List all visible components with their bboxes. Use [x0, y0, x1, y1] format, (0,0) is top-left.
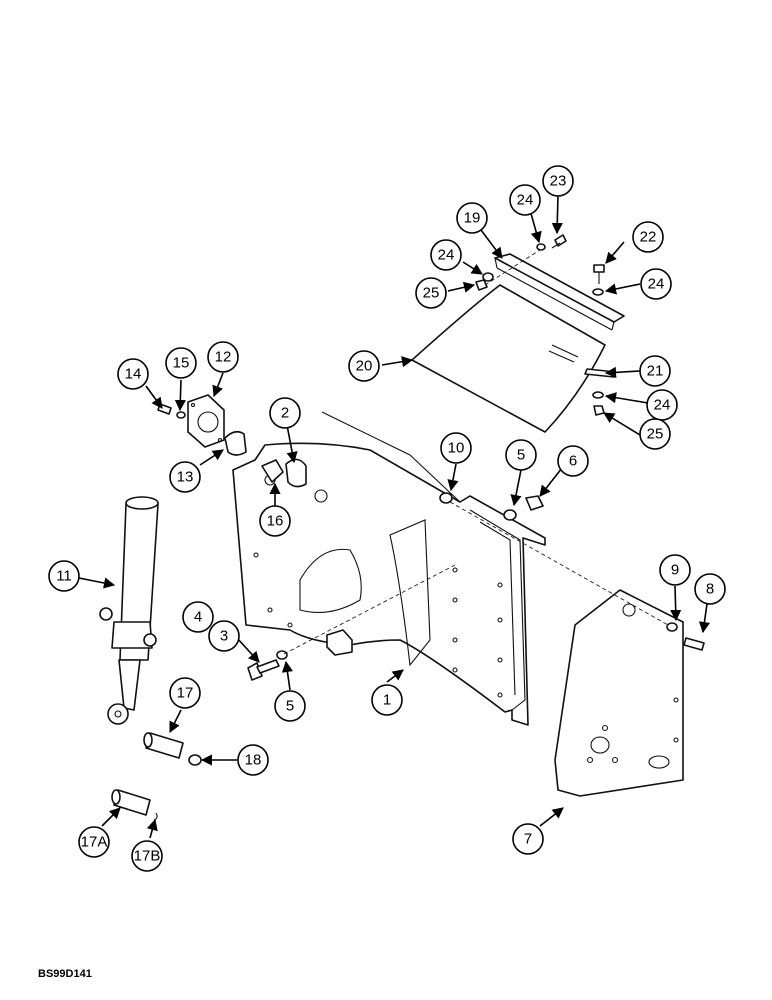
callout-3: 3 [208, 620, 240, 652]
alignment-line-cover [484, 249, 541, 286]
callout-9: 9 [659, 554, 691, 586]
svg-text:11: 11 [56, 568, 72, 585]
callout-14: 14 [117, 358, 149, 390]
svg-text:9: 9 [671, 562, 679, 579]
svg-text:8: 8 [706, 581, 714, 598]
svg-text:5: 5 [517, 447, 525, 464]
svg-text:19: 19 [464, 210, 481, 227]
svg-text:5: 5 [286, 698, 294, 715]
callout-25-left: 25 [415, 277, 447, 309]
callout-24-top: 24 [509, 184, 541, 216]
callout-8: 8 [694, 573, 726, 605]
svg-text:17: 17 [177, 685, 194, 702]
callout-1: 1 [371, 684, 403, 716]
svg-text:17B: 17B [134, 848, 161, 865]
callout-17: 17 [169, 677, 201, 709]
svg-text:25: 25 [423, 285, 440, 302]
plate-hardware-lower [247, 650, 288, 681]
svg-text:15: 15 [173, 355, 190, 372]
cab-side-plate-part [232, 411, 546, 726]
svg-text:24: 24 [438, 247, 455, 264]
svg-text:23: 23 [550, 173, 567, 190]
svg-text:22: 22 [640, 229, 657, 246]
svg-text:18: 18 [245, 752, 262, 769]
figure-code: BS99D141 [38, 968, 92, 980]
callout-13: 13 [169, 461, 201, 493]
pin-part [111, 732, 202, 821]
svg-text:24: 24 [648, 276, 665, 293]
callout-18: 18 [237, 744, 269, 776]
callout-16: 16 [259, 505, 291, 537]
callout-6: 6 [557, 445, 589, 477]
callout-24-right: 24 [640, 268, 672, 300]
svg-text:24: 24 [654, 397, 671, 414]
svg-text:24: 24 [517, 192, 534, 209]
hydraulic-cylinder-part [99, 496, 159, 725]
callout-24-lower: 24 [646, 389, 678, 421]
svg-text:2: 2 [281, 405, 289, 422]
svg-text:7: 7 [524, 831, 532, 848]
callout-10: 10 [440, 432, 472, 464]
svg-text:14: 14 [125, 366, 142, 383]
callout-4: 4 [182, 601, 214, 633]
svg-text:20: 20 [356, 358, 373, 375]
plate-hardware-rear [666, 622, 705, 651]
pivot-bushing-part [261, 458, 307, 488]
svg-text:16: 16 [267, 513, 284, 530]
upper-bracket-part [494, 253, 625, 331]
callout-21: 21 [639, 355, 671, 387]
svg-text:4: 4 [194, 609, 202, 626]
callout-23: 23 [542, 165, 574, 197]
cover-panel-part [411, 284, 606, 433]
svg-text:3: 3 [220, 628, 228, 645]
callout-15: 15 [165, 347, 197, 379]
callout-7: 7 [512, 823, 544, 855]
svg-text:12: 12 [215, 349, 232, 366]
callout-2: 2 [269, 397, 301, 429]
leader-lines [78, 194, 710, 839]
callout-11: 11 [48, 560, 80, 592]
callout-12: 12 [207, 341, 239, 373]
callout-20: 20 [348, 350, 380, 382]
svg-text:13: 13 [177, 469, 194, 486]
callout-25-lower: 25 [639, 418, 671, 450]
callout-5-upper: 5 [505, 439, 537, 471]
callout-5-lower: 5 [274, 690, 306, 722]
callout-19: 19 [456, 202, 488, 234]
plate-hardware-upper [439, 492, 544, 521]
svg-text:6: 6 [569, 453, 577, 470]
svg-text:17A: 17A [81, 834, 108, 851]
callout-24-left: 24 [430, 239, 462, 271]
callout-22: 22 [632, 221, 664, 253]
svg-text:1: 1 [383, 692, 391, 709]
rear-plate-part [554, 589, 684, 797]
callout-17a: 17A [78, 826, 110, 858]
svg-text:21: 21 [647, 363, 664, 380]
svg-text:25: 25 [647, 426, 664, 443]
callout-17b: 17B [131, 840, 163, 872]
flange-bearing-part [157, 394, 247, 456]
svg-text:10: 10 [448, 440, 465, 457]
